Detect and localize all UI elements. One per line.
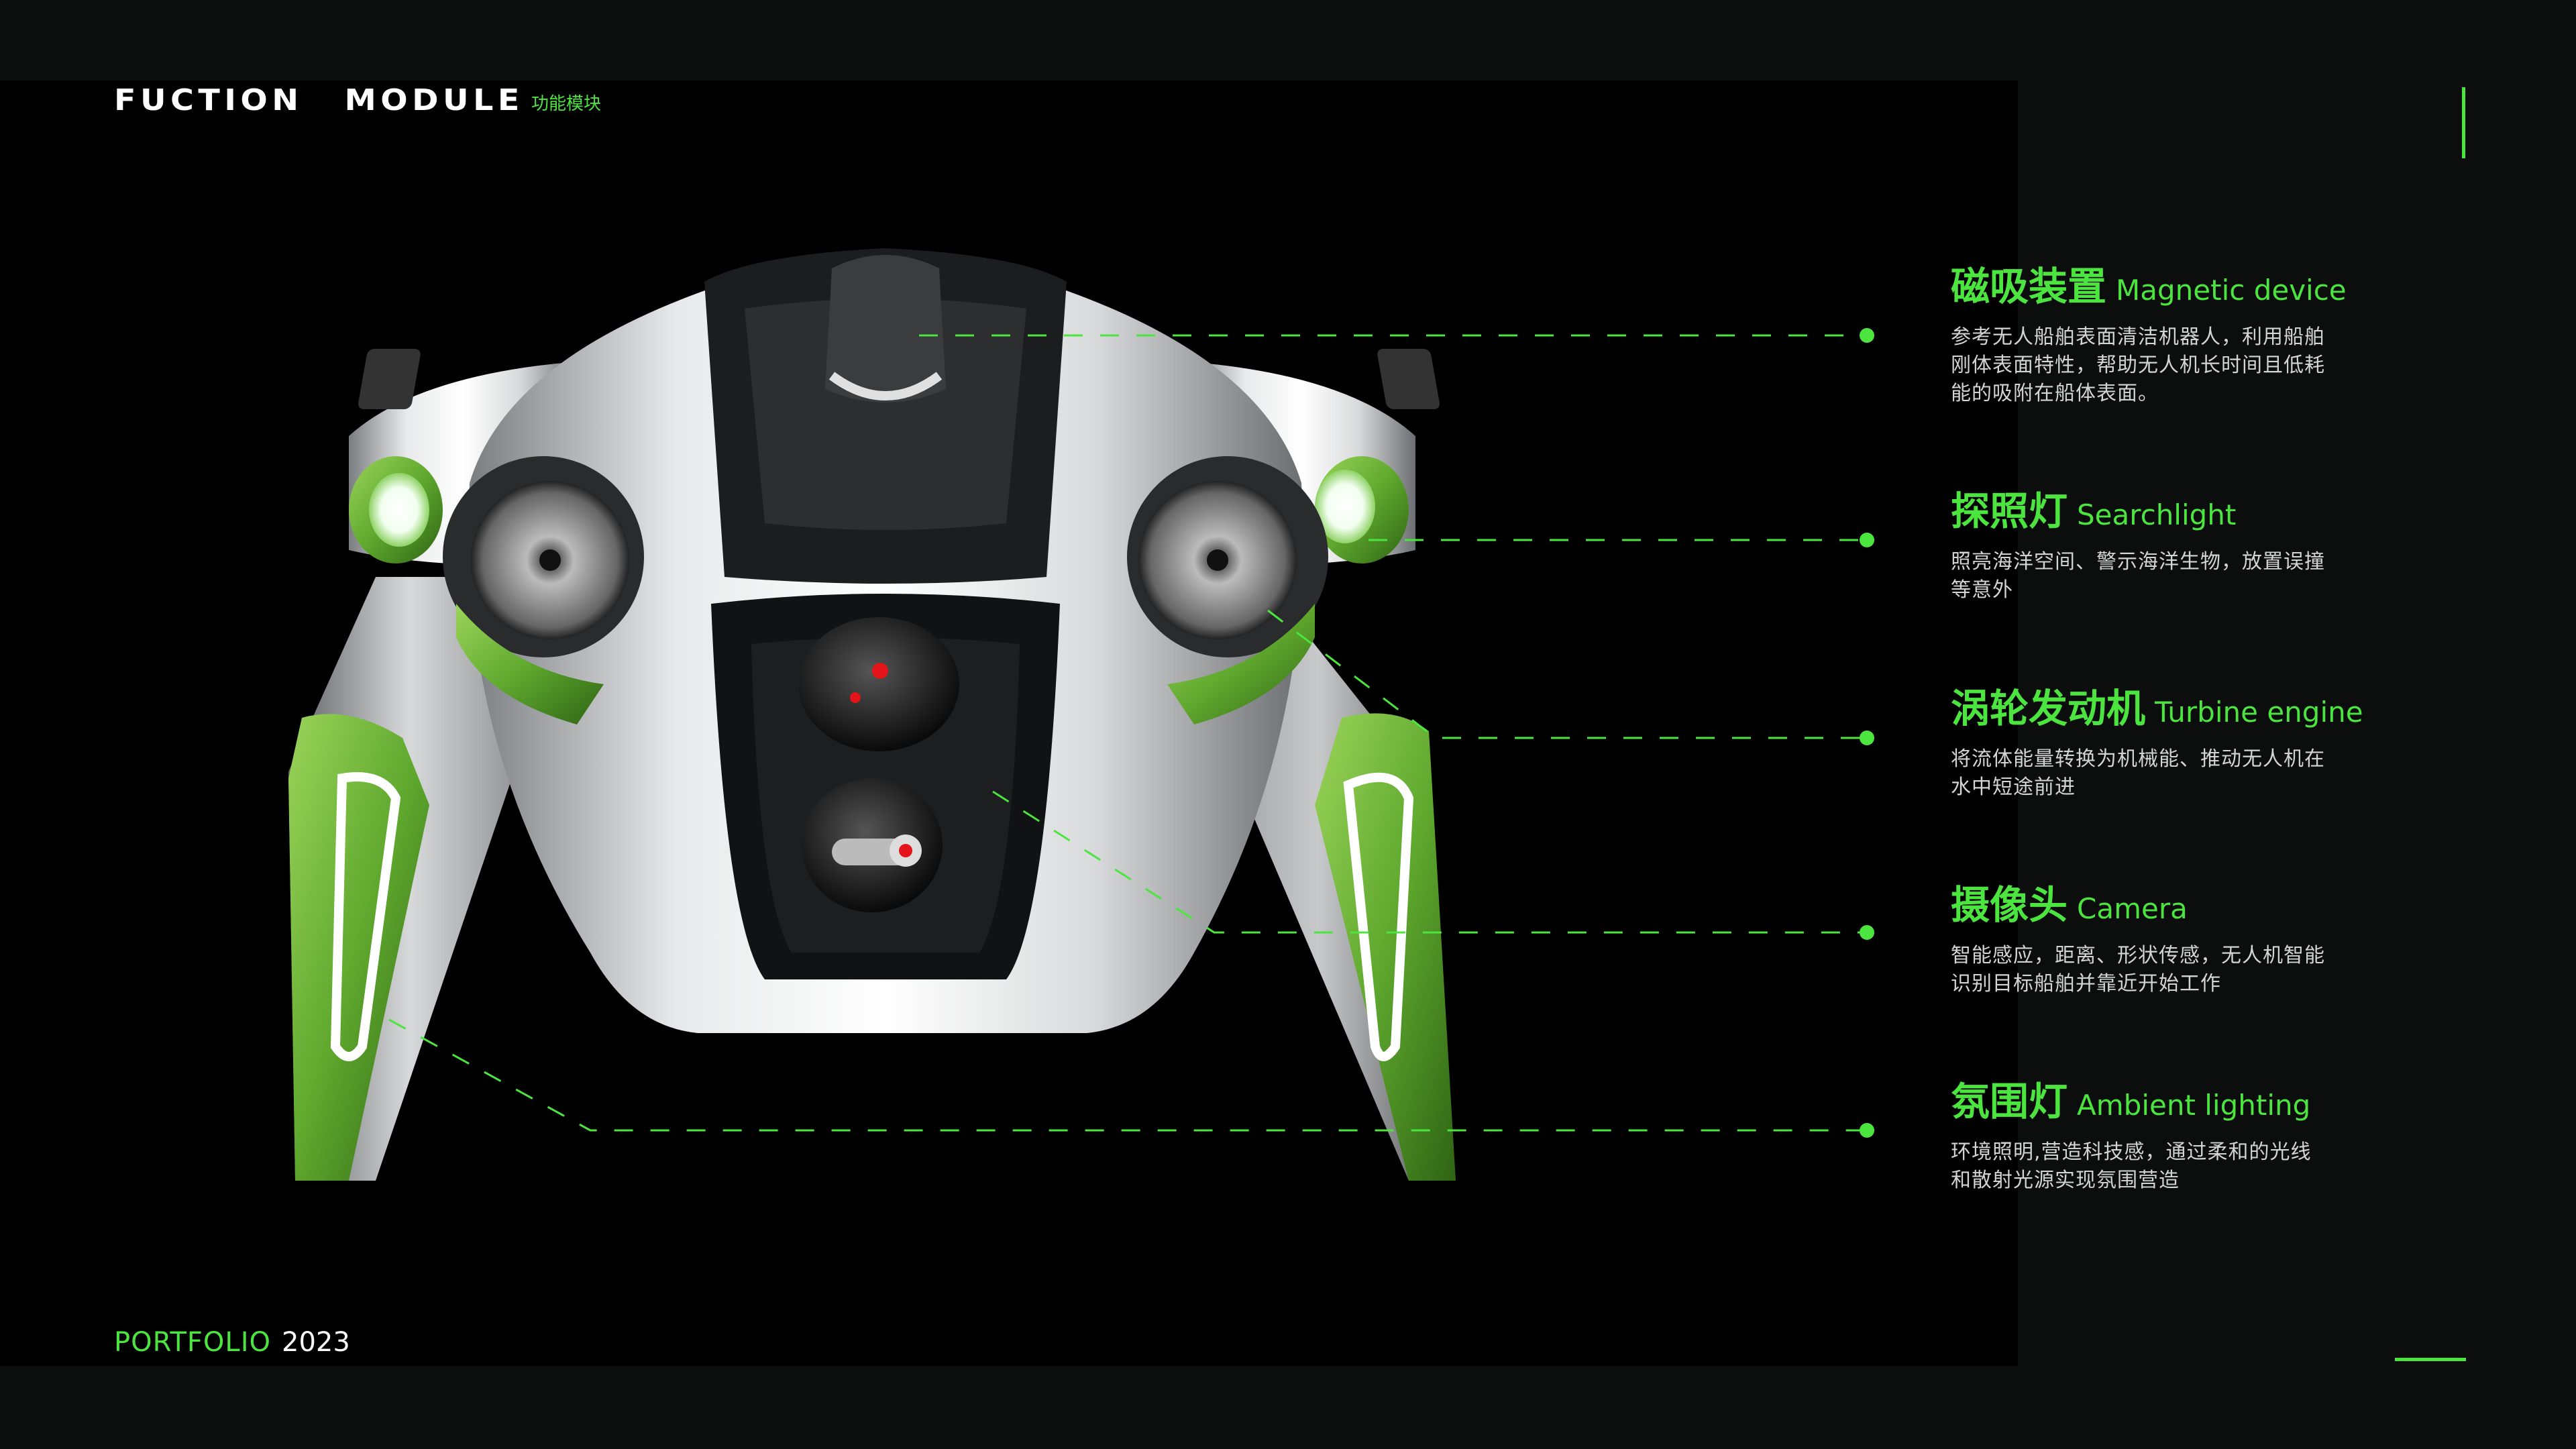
feature-title-en: Searchlight (2077, 498, 2237, 531)
feature-title-cn: 探照灯 (1951, 488, 2068, 534)
feature-title-en: Ambient lighting (2077, 1089, 2311, 1122)
feature-title-cn: 氛围灯 (1951, 1079, 2068, 1124)
footer-year: 2023 (282, 1327, 350, 1358)
accent-horizontal-line (2395, 1358, 2466, 1361)
feature-turbine-engine: 涡轮发动机 Turbine engine 将流体能量转换为机械能、推动无人机在水中… (1951, 686, 2363, 802)
feature-description: 参考无人船舶表面清洁机器人，利用船舶刚体表面特性，帮助无人机长时间且低耗能的吸附… (1951, 325, 2325, 405)
feature-title-en: Magnetic device (2116, 274, 2347, 307)
page-subtitle: 功能模块 (531, 94, 602, 114)
feature-camera: 摄像头 Camera 智能感应，距离、形状传感，无人机智能识别目标船舶并靠近开始工… (1951, 885, 2326, 998)
feature-title-en: Turbine engine (2155, 696, 2363, 729)
feature-title-cn: 磁吸装置 (1951, 264, 2107, 309)
accent-vertical-line (2462, 87, 2465, 158)
feature-title-en: Camera (2077, 892, 2188, 925)
feature-description: 照亮海洋空间、警示海洋生物，放置误撞等意外 (1951, 550, 2325, 602)
feature-description: 智能感应，距离、形状传感，无人机智能识别目标船舶并靠近开始工作 (1951, 944, 2325, 996)
page-title: FUCTION MODULE (114, 83, 524, 117)
feature-title-cn: 摄像头 (1951, 882, 2068, 928)
feature-title-cn: 涡轮发动机 (1951, 686, 2146, 731)
footer-portfolio-label: PORTFOLIO (114, 1327, 271, 1358)
feature-ambient-lighting: 氛围灯 Ambient lighting 环境照明,营造科技感，通过柔和的光线和散… (1951, 1082, 2326, 1195)
feature-description: 环境照明,营造科技感，通过柔和的光线和散射光源实现氛围营造 (1951, 1140, 2312, 1192)
feature-magnetic-device: 磁吸装置 Magnetic device 参考无人船舶表面清洁机器人，利用船舶刚体… (1951, 264, 2347, 408)
feature-description: 将流体能量转换为机械能、推动无人机在水中短途前进 (1951, 747, 2325, 799)
